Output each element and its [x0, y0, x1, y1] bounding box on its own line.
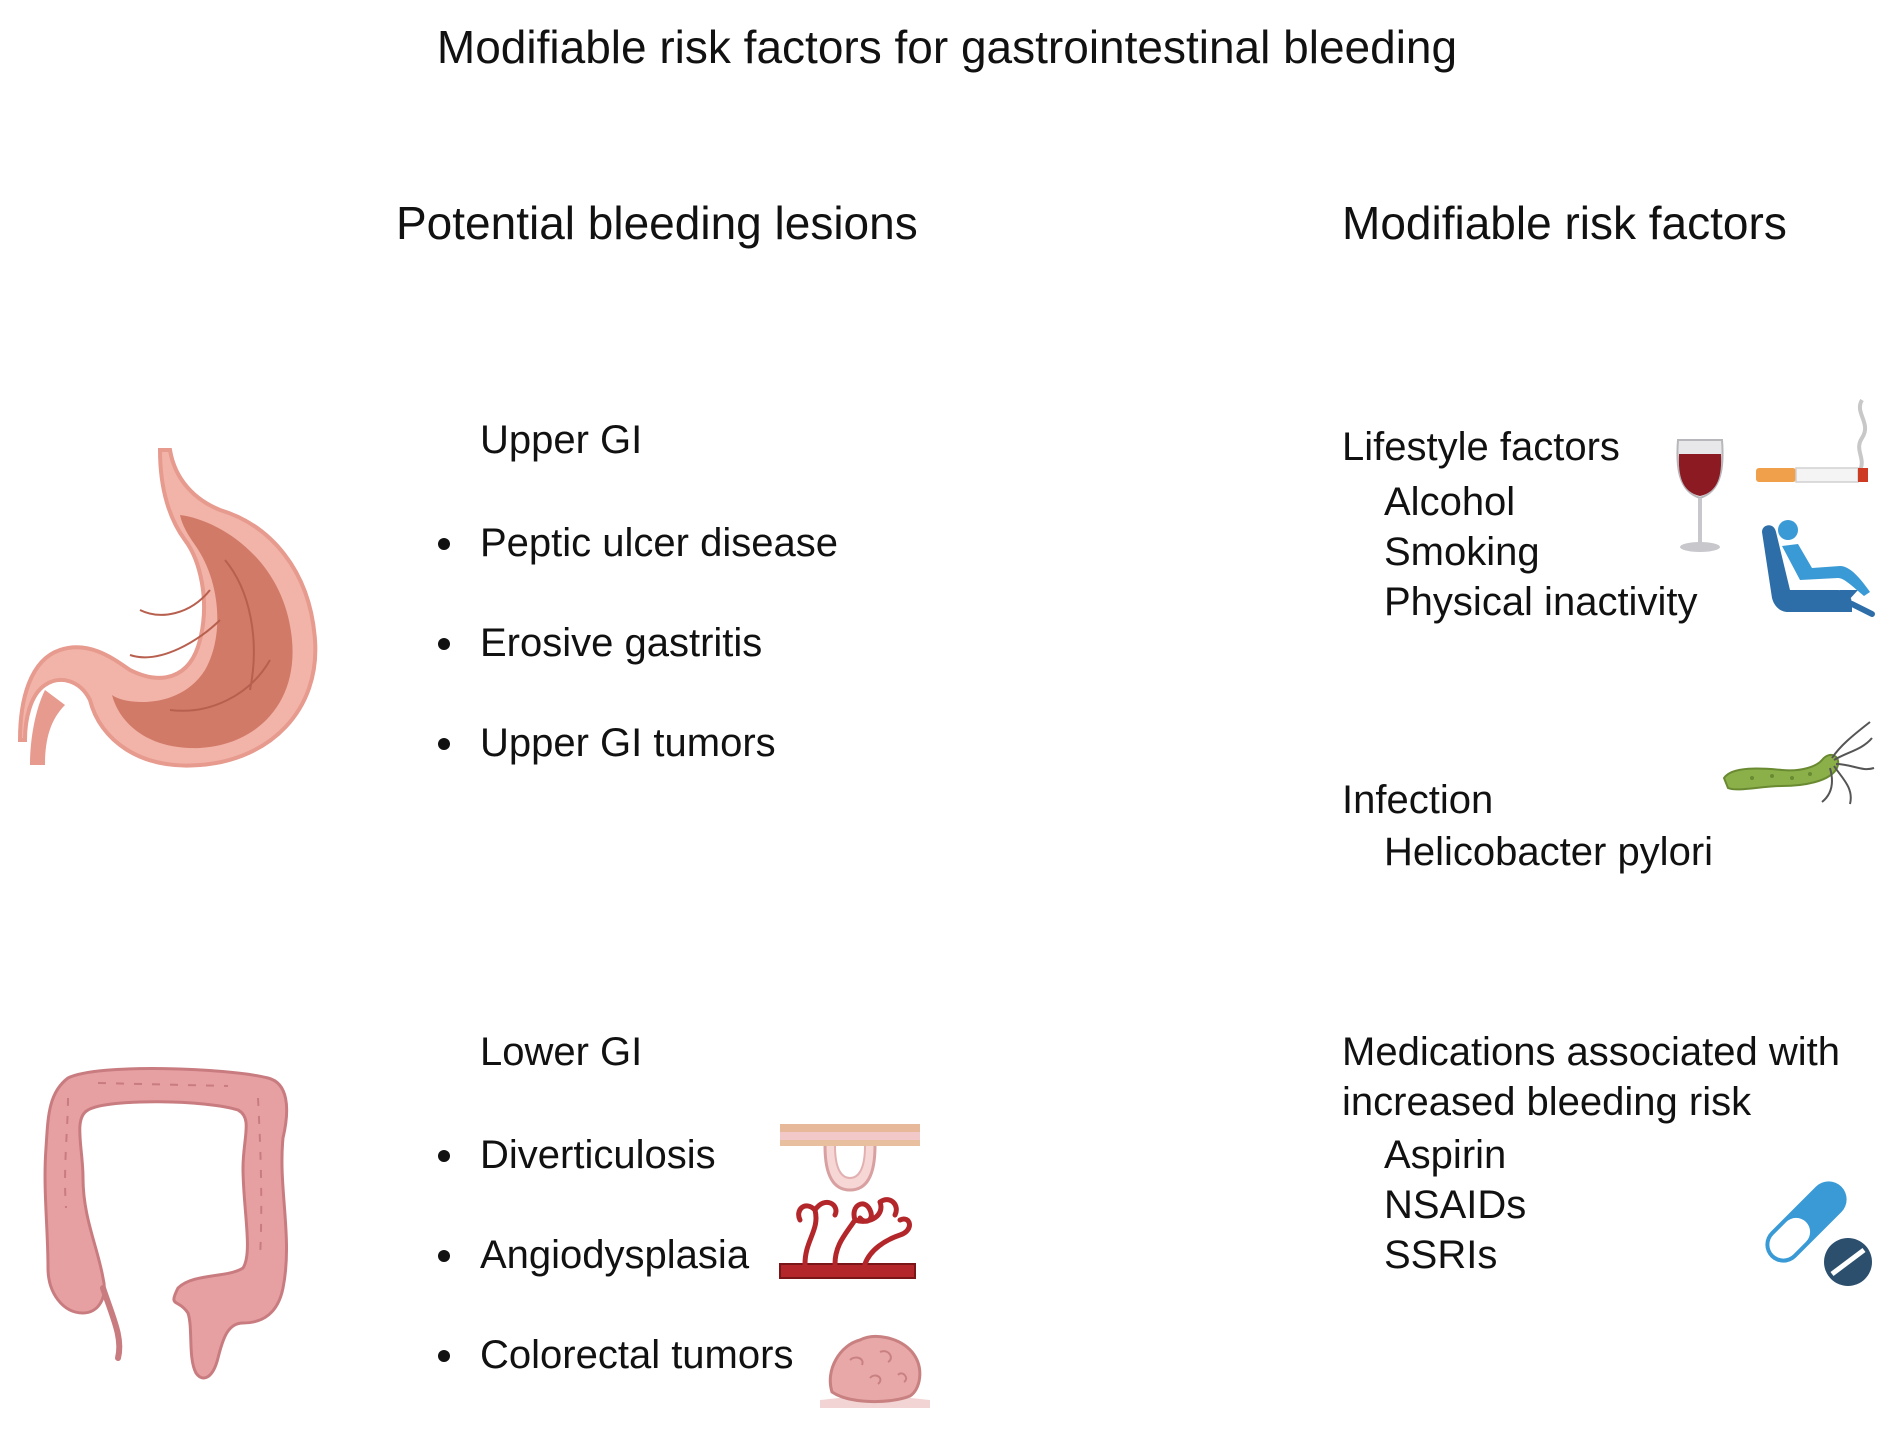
medications-heading-line2: increased bleeding risk [1342, 1080, 1752, 1124]
list-item: Angiodysplasia [430, 1230, 793, 1330]
infection-heading: Infection [1342, 778, 1494, 822]
helicobacter-bacteria-icon [1722, 721, 1875, 805]
angiodysplasia-vessels-icon [779, 1197, 916, 1279]
colon-icon [43, 1067, 289, 1380]
cigarette-icon [1756, 398, 1868, 483]
lifestyle-item-alcohol: Alcohol [1384, 480, 1516, 524]
lower-gi-list: Diverticulosis Angiodysplasia Colorectal… [430, 1130, 793, 1430]
medication-item-ssris: SSRIs [1384, 1233, 1498, 1277]
lower-gi-heading: Lower GI [480, 1030, 643, 1074]
list-item: Colorectal tumors [430, 1330, 793, 1430]
list-item: Erosive gastritis [430, 618, 838, 718]
bullet-icon [438, 1150, 450, 1162]
bullet-icon [438, 1350, 450, 1362]
bullet-icon [438, 538, 450, 550]
medication-item-aspirin: Aspirin [1384, 1133, 1507, 1177]
wine-glass-icon [1676, 439, 1724, 552]
list-item: Upper GI tumors [430, 718, 838, 818]
armchair-person-icon [1762, 520, 1875, 617]
medication-item-nsaids: NSAIDs [1384, 1183, 1527, 1227]
tumor-icon [820, 1335, 930, 1408]
medications-heading-line1: Medications associated with [1342, 1030, 1841, 1074]
upper-gi-list: Peptic ulcer disease Erosive gastritis U… [430, 518, 838, 818]
list-item: Diverticulosis [430, 1130, 793, 1230]
bullet-icon [438, 1250, 450, 1262]
diagram-title: Modifiable risk factors for gastrointest… [436, 21, 1458, 73]
lifestyle-heading: Lifestyle factors [1342, 425, 1620, 469]
diverticulum-icon [780, 1124, 920, 1192]
lifestyle-item-smoking: Smoking [1384, 530, 1540, 574]
lifestyle-item-physical-inactivity: Physical inactivity [1384, 580, 1698, 624]
left-column-heading: Potential bleeding lesions [396, 197, 918, 249]
list-item: Peptic ulcer disease [430, 518, 838, 618]
bullet-icon [438, 638, 450, 650]
upper-gi-heading: Upper GI [480, 418, 643, 462]
stomach-icon [17, 448, 318, 768]
pill-capsule-icon [1765, 1181, 1872, 1286]
bullet-icon [438, 738, 450, 750]
right-column-heading: Modifiable risk factors [1342, 197, 1787, 249]
infection-item-h-pylori: Helicobacter pylori [1384, 830, 1714, 874]
